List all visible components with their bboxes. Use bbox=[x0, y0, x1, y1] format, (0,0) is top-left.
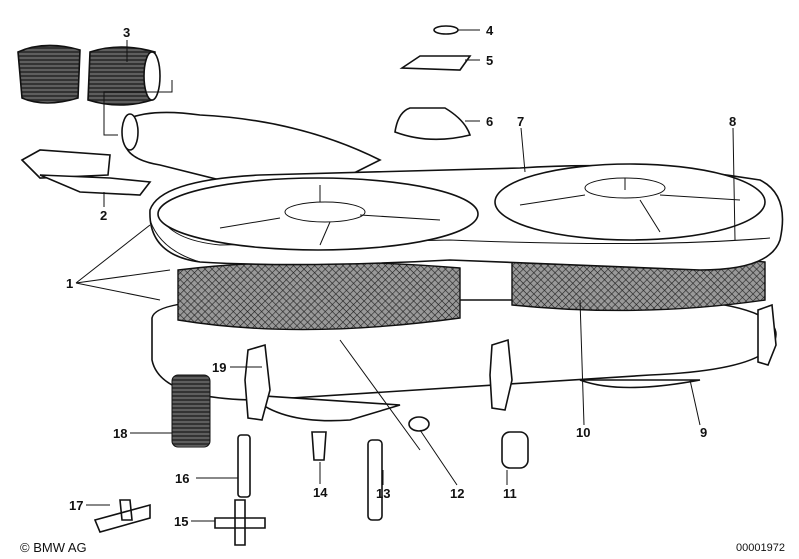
label-part-14: 14 bbox=[313, 485, 328, 500]
bracket-part-2 bbox=[20, 149, 152, 196]
label-part-18: 18 bbox=[113, 426, 127, 441]
hose-part-13 bbox=[367, 439, 383, 521]
clips-part-19 bbox=[244, 303, 777, 421]
part-labels: 1 2 3 4 5 6 7 8 9 10 11 12 13 14 15 16 1… bbox=[66, 23, 736, 529]
label-part-4: 4 bbox=[486, 23, 494, 38]
label-part-3: 3 bbox=[123, 25, 130, 40]
label-part-5: 5 bbox=[486, 53, 493, 68]
label-part-7: 7 bbox=[517, 114, 524, 129]
filter-element-left bbox=[177, 261, 461, 331]
label-part-12: 12 bbox=[450, 486, 464, 501]
t-connector-part-17 bbox=[93, 499, 151, 533]
hose-part-16 bbox=[237, 434, 251, 498]
nut-part-12 bbox=[408, 416, 430, 432]
diagram-code: 00001972 bbox=[736, 542, 785, 554]
valve-part-14 bbox=[311, 431, 327, 461]
gasket-part-5 bbox=[399, 55, 472, 71]
label-part-11: 11 bbox=[503, 486, 517, 501]
leader-lines bbox=[75, 29, 736, 522]
label-part-13: 13 bbox=[376, 486, 390, 501]
label-part-16: 16 bbox=[175, 471, 189, 486]
copyright-text: © BMW AG bbox=[20, 540, 87, 555]
label-part-1: 1 bbox=[66, 276, 73, 291]
label-part-10: 10 bbox=[576, 425, 590, 440]
label-part-17: 17 bbox=[69, 498, 83, 513]
label-part-19: 19 bbox=[212, 360, 226, 375]
gasket-part-4 bbox=[433, 25, 459, 35]
sensor-part-6 bbox=[394, 107, 472, 141]
label-part-9: 9 bbox=[700, 425, 707, 440]
label-part-8: 8 bbox=[729, 114, 736, 129]
cross-connector-part-15 bbox=[214, 499, 266, 546]
label-part-15: 15 bbox=[174, 514, 188, 529]
air-cleaner-lid bbox=[149, 163, 784, 271]
sleeve-part-11 bbox=[501, 431, 529, 469]
hose-part-3 bbox=[17, 44, 173, 136]
label-part-6: 6 bbox=[486, 114, 493, 129]
label-part-2: 2 bbox=[100, 208, 107, 223]
